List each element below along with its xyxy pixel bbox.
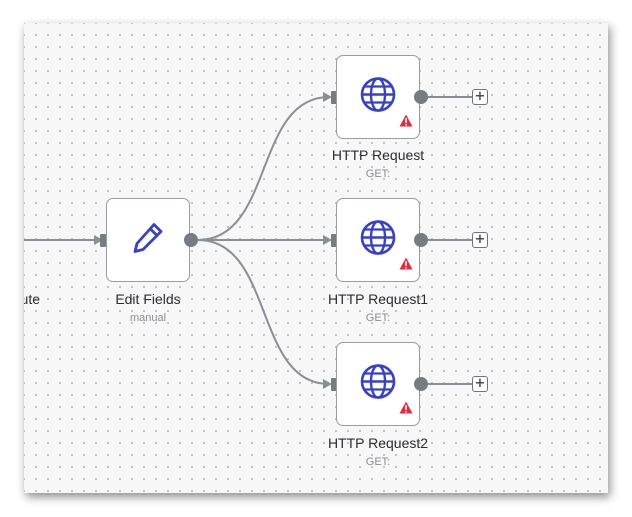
- http-request2-output-port[interactable]: [414, 377, 428, 391]
- edit-fields-input-port[interactable]: [100, 234, 106, 247]
- node-subtitle: GET:: [365, 456, 391, 468]
- node-subtitle: GET:: [365, 168, 391, 180]
- http-request2-input-port[interactable]: [331, 378, 337, 391]
- connection-wires: [24, 92, 472, 389]
- prev-node-label: ute: [24, 291, 40, 307]
- warning-icon[interactable]: [399, 114, 413, 132]
- warning-icon[interactable]: [399, 257, 413, 275]
- node-label: HTTP Request: [331, 147, 425, 163]
- warning-icon[interactable]: [399, 401, 413, 419]
- node-label: HTTP Request1: [327, 291, 429, 307]
- node-subtitle: manual: [129, 312, 167, 324]
- arrowhead: [94, 235, 103, 245]
- connection-edit-to-http-request: [197, 96, 330, 241]
- edit-fields-output-port[interactable]: [184, 233, 198, 247]
- globe-icon: [359, 76, 397, 119]
- add-node-button[interactable]: +: [472, 376, 488, 392]
- node-edit-fields[interactable]: [106, 198, 190, 282]
- connection-edit-to-http-request2: [197, 239, 330, 385]
- http-request1-input-port[interactable]: [331, 234, 337, 247]
- globe-icon: [359, 363, 397, 406]
- http-request-output-port[interactable]: [414, 90, 428, 104]
- node-http-request[interactable]: [336, 55, 420, 139]
- workflow-canvas[interactable]: ute Edit Fields manual: [24, 23, 608, 493]
- add-node-button[interactable]: +: [472, 232, 488, 248]
- node-http-request2[interactable]: [336, 342, 420, 426]
- globe-icon: [359, 219, 397, 262]
- arrowhead: [323, 235, 332, 245]
- node-label: HTTP Request2: [327, 435, 429, 451]
- node-http-request1[interactable]: [336, 198, 420, 282]
- add-node-button[interactable]: +: [472, 89, 488, 105]
- node-label: Edit Fields: [115, 291, 181, 307]
- node-subtitle: GET:: [365, 312, 391, 324]
- http-request-input-port[interactable]: [331, 91, 337, 104]
- http-request1-output-port[interactable]: [414, 233, 428, 247]
- arrowhead: [323, 379, 332, 389]
- arrowhead: [323, 92, 332, 102]
- pencil-icon: [129, 219, 167, 262]
